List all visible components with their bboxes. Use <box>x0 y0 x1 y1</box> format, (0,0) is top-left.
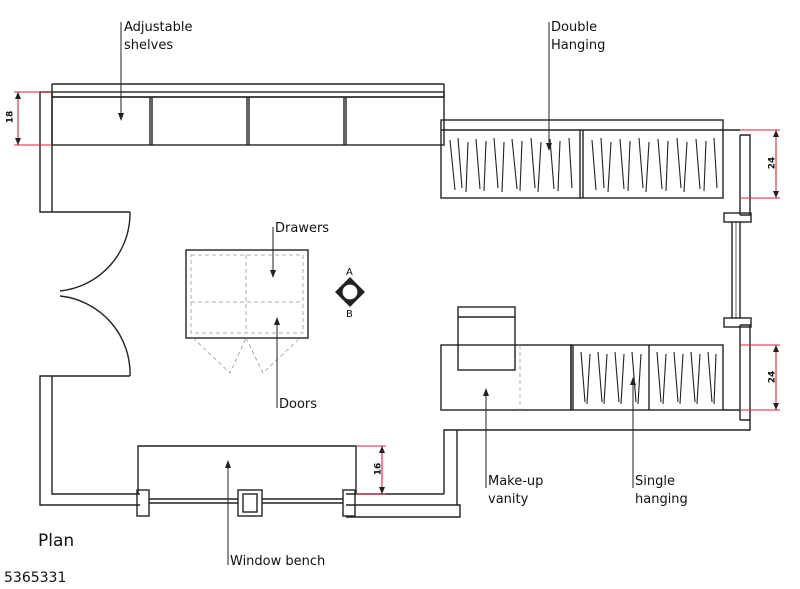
listing-id: 5365331 <box>4 570 67 586</box>
drawer-island <box>185 249 309 374</box>
label-window-bench: Window bench <box>230 554 326 569</box>
label-adjustable-line1: Adjustable <box>124 20 193 35</box>
makeup-vanity <box>440 306 572 411</box>
right-window <box>723 212 752 328</box>
exterior-walls <box>39 83 751 518</box>
dim-single-depth: 24 <box>767 370 778 384</box>
dimension-arrows <box>15 92 779 494</box>
double-hanging-garments <box>449 137 718 193</box>
label-makeup-line2: vanity <box>488 492 529 507</box>
label-makeup-line1: Make-up <box>488 474 544 489</box>
label-double-line2: Hanging <box>551 38 606 53</box>
label-drawers: Drawers <box>275 221 330 236</box>
single-hanging-garments <box>580 351 717 405</box>
dim-shelves-depth: 18 <box>5 110 16 124</box>
single-hanging-unit <box>570 344 740 411</box>
label-single-line1: Single <box>635 474 675 489</box>
dim-bench-depth: 16 <box>373 462 384 476</box>
dim-double-depth: 24 <box>767 156 778 170</box>
plan-title: Plan <box>38 531 75 551</box>
label-double-line1: Double <box>551 20 598 35</box>
adjustable-shelves <box>51 91 445 146</box>
label-compass-a: A <box>346 267 353 278</box>
label-compass-b: B <box>346 309 353 320</box>
bottom-window <box>136 489 356 517</box>
label-doors: Doors <box>279 397 318 412</box>
entry-doors <box>52 211 131 377</box>
dimension-lines <box>14 91 780 495</box>
label-single-line2: hanging <box>635 492 688 507</box>
label-leaders <box>120 22 634 565</box>
section-marker <box>335 277 365 307</box>
window-bench <box>137 445 357 494</box>
label-adjustable-line2: shelves <box>124 38 174 53</box>
leader-arrows <box>118 113 636 468</box>
double-hanging-unit <box>440 119 740 199</box>
